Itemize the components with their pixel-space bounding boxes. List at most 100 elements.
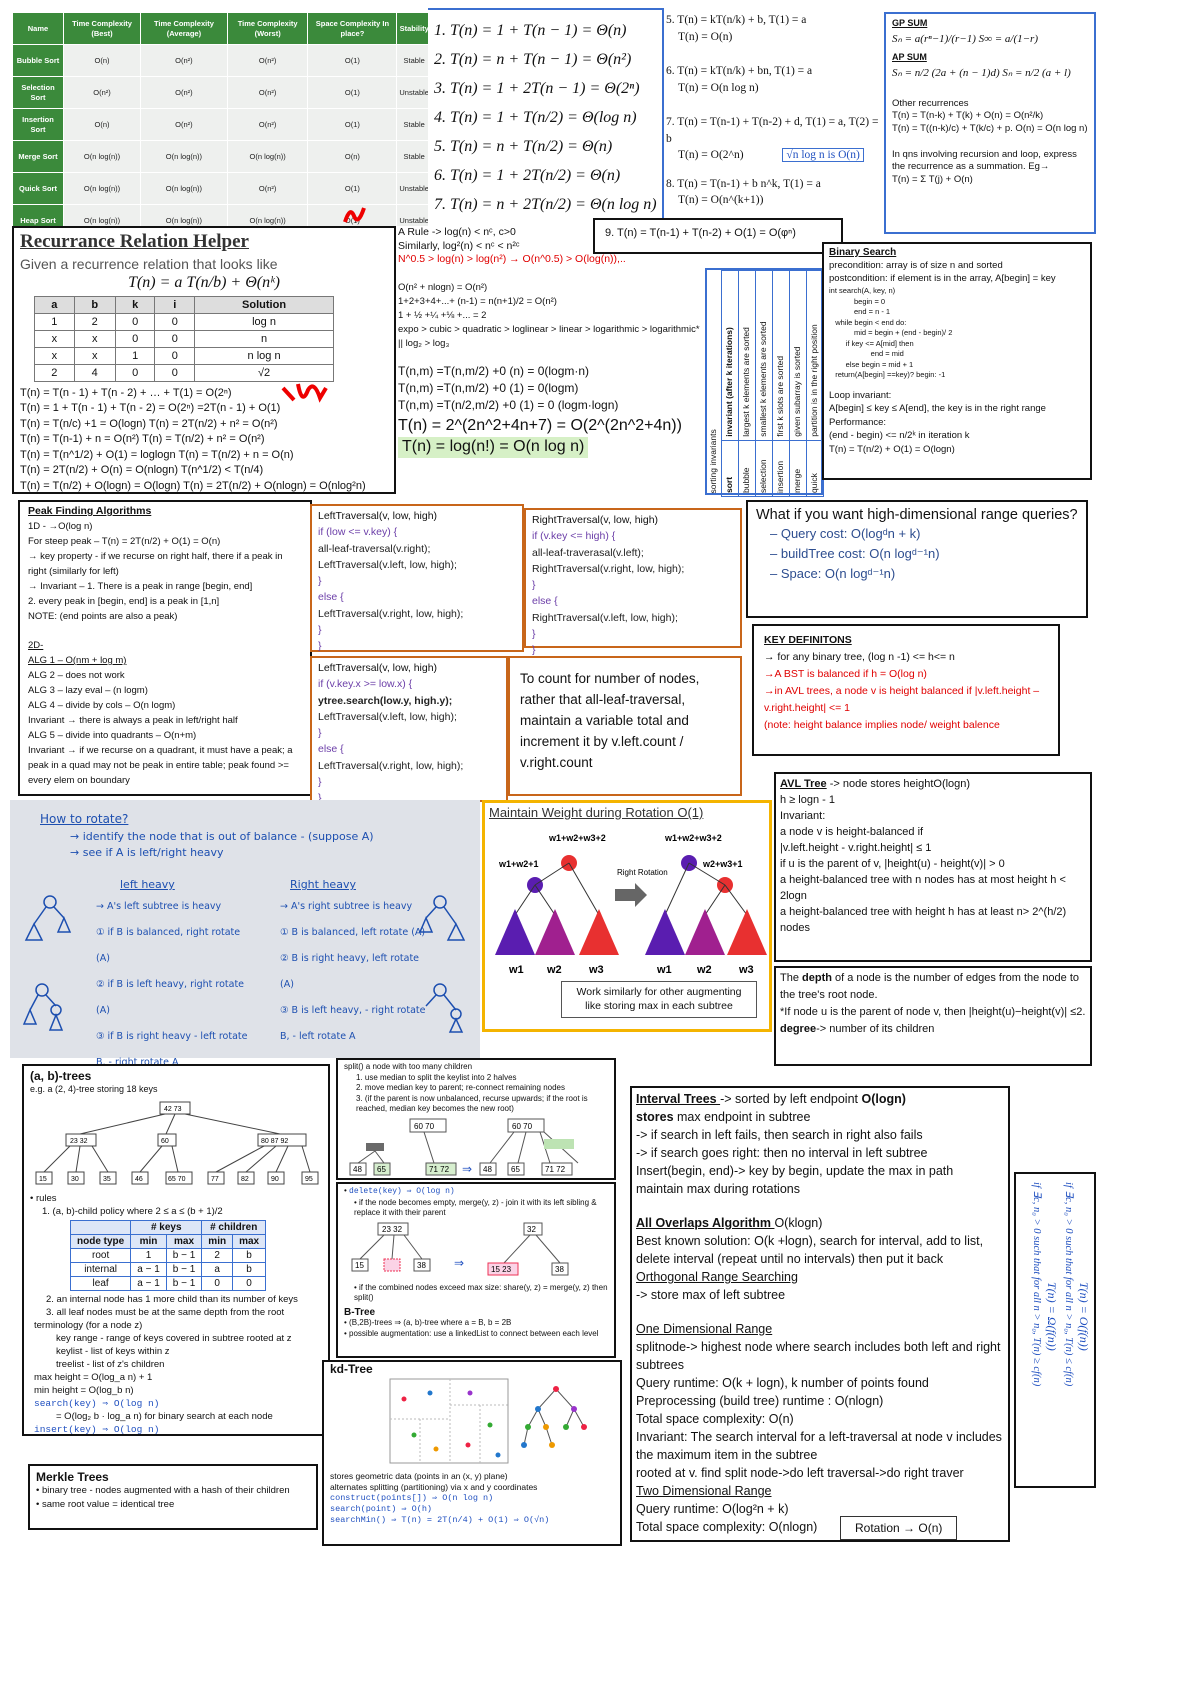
table-cell: a − 1 <box>130 1262 167 1277</box>
code-line: while begin < end do: <box>829 317 907 327</box>
more-recurrences: 5. T(n) = kT(n/k) + b, T(1) = a T(n) = O… <box>664 8 884 220</box>
rotation-note: ② B is right heavy, left rotate (A) <box>280 953 420 990</box>
arrow-label: Right Rotation <box>617 868 668 877</box>
tree-key: 15 <box>355 1261 364 1270</box>
table-cell: O(n log(n)) <box>62 140 142 173</box>
range-item-text: Space: O(n logᵈ⁻¹n) <box>780 566 896 581</box>
helper-line: T(n) = T(n/2) + O(logn) = O(logn) T(n) =… <box>20 479 366 492</box>
kd-line: searchMin() ⇒ T(n) = 2T(n/4) + O(1) ⇒ O(… <box>330 1515 550 1525</box>
peak-line: ALG 4 – divide by cols – O(n logm) <box>28 700 176 711</box>
sort-column-header: Time Complexity (Best) <box>62 12 142 45</box>
code-line: LeftTraversal(v, low, high) <box>318 510 438 522</box>
helper-line: T(n) = T(n/c) +1 = O(logn) T(n) = 2T(n/2… <box>20 417 278 430</box>
tree-key: 32 <box>527 1225 536 1234</box>
rotation-notes-photo: How to rotate? → identify the node that … <box>10 800 480 1068</box>
code-line: else { <box>532 595 558 608</box>
table-cell: O(n²) <box>226 76 309 109</box>
code-line: LeftTraversal(v.right, low, high); <box>318 607 464 620</box>
peak-line: ALG 3 – lazy eval – (n logm) <box>28 685 148 696</box>
tree-key: 90 <box>271 1176 279 1183</box>
rotation-note: ③ if B is right heavy - left rotate B, -… <box>96 1031 248 1068</box>
search-line: A[begin] ≤ key ≤ A[end], the key is in t… <box>829 403 1046 414</box>
table-cell: O(n²) <box>226 172 309 205</box>
rotation-note: → A's right subtree is heavy <box>280 901 413 912</box>
interval-line: -> if search in left fails, then search … <box>636 1128 923 1142</box>
tree-key: 80 87 92 <box>261 1138 288 1145</box>
tree-key: 35 <box>103 1176 111 1183</box>
interval-line: maintain max during rotations <box>636 1182 800 1196</box>
left-traversal-code: LeftTraversal(v, low, high) if (low <= v… <box>310 504 524 652</box>
ab-line: terminology (for a node z) <box>34 1320 143 1331</box>
code-line: int search(A, key, n) <box>829 286 896 295</box>
peak-finding-box: Peak Finding Algorithms 1D - →O(log n)Fo… <box>18 500 312 796</box>
ab-trees-box: (a, b)-trees e.g. a (2, 4)-tree storing … <box>22 1064 330 1436</box>
sort-name-cell: Merge Sort <box>12 140 64 173</box>
tree-key: 60 <box>161 1138 169 1145</box>
table-cell: O(n²) <box>62 76 142 109</box>
recurrence-item: 6. T(n) = 1 + 2T(n/2) = Θ(n) <box>434 167 621 184</box>
ab-line: 3. all leaf nodes must be at the same de… <box>46 1307 285 1318</box>
table-cell: x <box>34 346 75 365</box>
table-cell: largest k elements are sorted <box>738 270 755 441</box>
recurrence-item: 5. T(n) = n + T(n/2) = Θ(n) <box>434 138 613 155</box>
ab-line: treelist - list of z's children <box>56 1359 165 1370</box>
tree-key: 30 <box>71 1176 79 1183</box>
table-cell: partition is in the right position <box>806 270 823 441</box>
split-line: 3. (if the parent is now unbalanced, rec… <box>356 1093 588 1114</box>
table-cell: quick <box>806 440 823 497</box>
table-cell: 2 <box>201 1248 234 1263</box>
tree-sketch-icon <box>22 895 72 1031</box>
code-line: } <box>532 579 536 592</box>
code-line: RightTraversal(v, low, high) <box>532 514 659 526</box>
table-cell: 0 <box>232 1276 267 1291</box>
sort-name-cell: Quick Sort <box>12 172 64 205</box>
left-traversal-2d-code: LeftTraversal(v, low, high) if (v.key.x … <box>310 656 508 804</box>
table-cell: Unstable <box>396 76 432 109</box>
table-cell: x <box>73 346 116 365</box>
tree-key: 65 <box>377 1165 386 1174</box>
sort-column-header: Time Complexity (Worst) <box>226 12 309 45</box>
code-line: all-leaf-traverasal(v.left); <box>532 546 644 559</box>
ab-line: keylist - list of keys within z <box>56 1346 170 1357</box>
ab-line: max height = O(log_a n) + 1 <box>34 1372 153 1383</box>
interval-line: Query runtime: O(log²n + k) <box>636 1502 789 1516</box>
table-cell: Stable <box>396 108 432 141</box>
rule-line: 1+2+3+4+...+ (n-1) = n(n+1)/2 = O(n²) <box>398 295 557 307</box>
helper-column-header: k <box>114 295 156 314</box>
peak-line: 2D- <box>28 640 44 651</box>
depth-definition-box: The depth of a node is the number of edg… <box>774 966 1092 1066</box>
table-cell: O(1) <box>307 76 398 109</box>
code-line: } <box>318 575 322 588</box>
rule-line: O(n² + nlogn) = O(n²) <box>398 281 488 293</box>
sort-name-cell: Selection Sort <box>12 76 64 109</box>
leaf-label: w3 <box>588 964 604 976</box>
table-cell: selection <box>755 440 772 497</box>
delete-diagram: 23 32 15 38 ⇒ 32 15 23 38 <box>351 1222 569 1275</box>
avl-tree-box: AVL Tree -> node stores heightO(logn) h … <box>774 772 1092 962</box>
interval-line: Total space complexity: O(n) <box>636 1412 794 1426</box>
table-cell: Stable <box>396 140 432 173</box>
search-line: Loop invariant: <box>829 389 892 401</box>
table-cell: b − 1 <box>165 1262 203 1277</box>
kd-line: search(point) ⇒ O(h) <box>330 1504 433 1514</box>
ab-line: search(key) ⇒ O(log n) <box>34 1398 160 1409</box>
table-cell: O(n²) <box>140 108 228 141</box>
table-cell: O(1) <box>307 172 398 205</box>
peak-line: → Invariant – 1. There is a peak in rang… <box>28 581 253 592</box>
code-line: all-leaf-traversal(v.right); <box>318 542 431 555</box>
table-cell: 0 <box>114 363 156 382</box>
tree-key: 95 <box>305 1176 313 1183</box>
table-cell: 0 <box>154 312 196 331</box>
code-line: } <box>532 644 536 657</box>
tree-key: 60 70 <box>414 1122 435 1131</box>
search-line: T(n) = T(n/2) + O(1) = O(logn) <box>829 443 955 455</box>
